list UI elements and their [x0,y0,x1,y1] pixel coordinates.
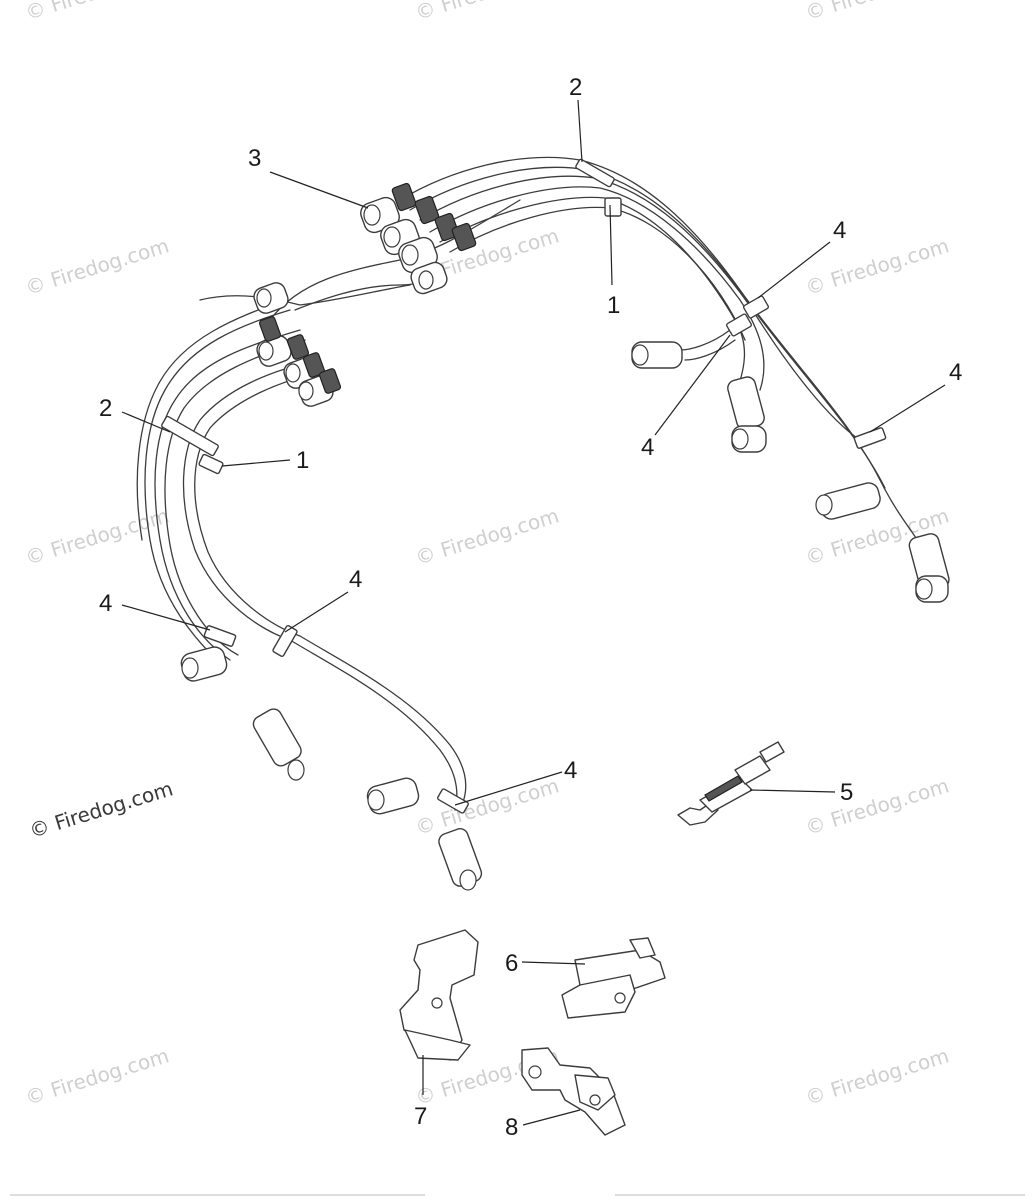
callout-4: 4 [349,566,362,593]
watermark: © Firedog.com [412,773,561,839]
watermark: © Firedog.com [22,1043,171,1109]
watermark: © Firedog.com [802,773,951,839]
watermark: © Firedog.com [22,233,171,299]
watermark-primary: © Firedog.com [26,776,175,842]
watermark: © Firedog.com [802,0,951,25]
watermark: © Firedog.com [22,0,171,25]
watermark: © Firedog.com [802,1043,951,1109]
watermark: © Firedog.com [412,503,561,569]
callout-5: 5 [840,779,853,806]
callout-4: 4 [641,434,654,461]
callout-labels: 2 1 3 4 4 4 2 1 4 4 4 5 6 7 8 [99,74,962,1141]
callout-4: 4 [833,217,846,244]
callout-4: 4 [949,359,962,386]
callout-1: 1 [607,292,620,319]
bracket-8 [521,1047,626,1136]
callout-4: 4 [99,590,112,617]
callout-1: 1 [296,447,309,474]
watermark-group: © Firedog.com © Firedog.com © Firedog.co… [22,0,951,1110]
plug-elbow-boots [180,341,950,891]
watermark: © Firedog.com [412,0,561,25]
spark-plug-boots-center [360,182,477,295]
wire-clips [161,158,887,814]
callout-4: 4 [564,757,577,784]
spark-plug-boots-left [253,282,342,407]
spark-plug [677,741,785,826]
leader-lines [121,99,946,1126]
callout-8: 8 [505,1114,518,1141]
bracket-7 [399,929,479,1061]
callout-7: 7 [414,1103,427,1130]
bracket-6 [561,937,666,1019]
callout-6: 6 [505,950,518,977]
callout-2: 2 [569,74,582,101]
callout-3: 3 [248,145,261,172]
callout-2: 2 [99,395,112,422]
watermark: © Firedog.com [802,233,951,299]
ignition-wire-harness [136,156,950,891]
